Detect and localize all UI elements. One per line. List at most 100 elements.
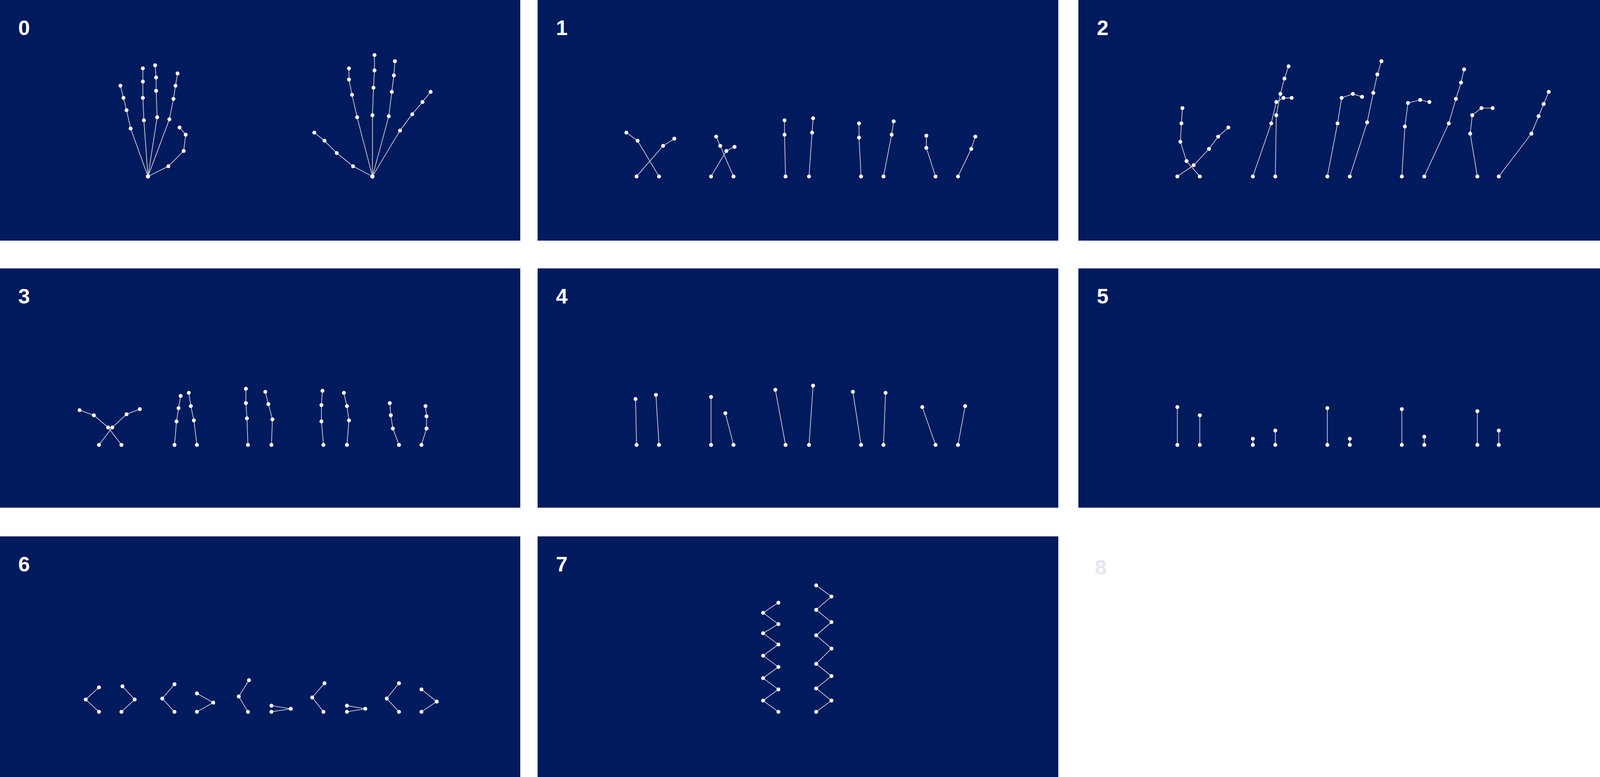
joint-dot <box>1273 174 1278 179</box>
joint-dot <box>420 100 425 105</box>
joint-dot <box>319 403 324 408</box>
joint-dot <box>1422 442 1427 447</box>
joint-dot <box>859 174 864 179</box>
bone-line <box>809 118 814 177</box>
joint-dot <box>709 442 714 447</box>
joint-dot <box>140 66 145 71</box>
joint-dot <box>153 63 158 68</box>
joint-dot <box>83 698 89 703</box>
joint-dot <box>195 442 200 447</box>
bone-line <box>957 406 966 446</box>
joint-dot <box>1282 76 1287 81</box>
bone-line <box>1350 61 1382 177</box>
bone-line <box>1498 430 1500 445</box>
joint-dot <box>814 710 819 715</box>
joint-dot <box>829 595 834 600</box>
bone-line <box>121 686 135 713</box>
joint-dot <box>345 704 350 709</box>
joint-dot <box>419 442 424 447</box>
bone-line <box>1498 91 1549 177</box>
joint-dot <box>1325 174 1330 179</box>
bone-line <box>1424 69 1465 177</box>
joint-dot <box>732 144 737 150</box>
joint-dot <box>761 611 766 616</box>
joint-dot <box>783 174 788 179</box>
joint-dot <box>372 68 377 73</box>
joint-dot <box>322 139 327 144</box>
skeleton-figure <box>0 268 521 509</box>
joint-dot <box>195 710 200 715</box>
bone-line <box>883 121 894 177</box>
joint-dot <box>186 390 192 395</box>
joint-dot <box>776 600 781 606</box>
joint-dot <box>1400 407 1405 412</box>
joint-dot <box>243 386 249 391</box>
joint-dot <box>1547 89 1552 94</box>
joint-dot <box>829 620 834 625</box>
joint-dot <box>1475 409 1480 414</box>
joint-dot <box>1274 100 1279 105</box>
joint-dot <box>1459 80 1464 85</box>
joint-dot <box>814 608 819 613</box>
figure-panel: 7 <box>537 536 1058 777</box>
joint-dot <box>1347 174 1352 179</box>
joint-dot <box>124 412 129 417</box>
joint-dot <box>92 413 97 418</box>
joint-dot <box>1325 406 1330 411</box>
joint-dot <box>424 426 429 431</box>
panel-number: 4 <box>555 285 568 307</box>
joint-dot <box>776 622 781 627</box>
joint-dot <box>145 174 151 179</box>
joint-dot <box>1207 146 1212 151</box>
bone-line <box>883 393 886 446</box>
bone-line <box>79 410 122 446</box>
joint-dot <box>145 174 151 179</box>
joint-dot <box>120 684 125 689</box>
joint-dot <box>397 442 402 447</box>
joint-dot <box>814 686 819 691</box>
joint-dot <box>350 93 355 98</box>
joint-dot <box>1454 97 1459 102</box>
joint-dot <box>1400 174 1405 179</box>
joint-dot <box>345 710 350 715</box>
joint-dot <box>1281 96 1286 101</box>
bone-line <box>710 397 712 446</box>
joint-dot <box>370 174 375 179</box>
joint-dot <box>814 583 819 588</box>
bone-line <box>656 394 660 446</box>
joint-dot <box>128 126 133 131</box>
skeleton-figure <box>1078 268 1600 509</box>
bone-line <box>1275 430 1277 445</box>
bone-line <box>98 409 140 445</box>
joint-dot <box>388 401 393 406</box>
joint-dot <box>1475 174 1480 179</box>
joint-dot <box>320 388 325 394</box>
joint-dot <box>289 707 294 712</box>
joint-dot <box>188 403 193 409</box>
joint-dot <box>110 425 115 430</box>
joint-dot <box>857 135 862 140</box>
joint-dot <box>1447 121 1452 126</box>
joint-dot <box>370 174 375 179</box>
joint-dot <box>266 402 271 407</box>
bone-line <box>1477 411 1479 446</box>
bone-line <box>859 123 861 177</box>
joint-dot <box>1360 94 1365 99</box>
joint-dot <box>731 442 736 447</box>
bone-line <box>1177 407 1179 446</box>
joint-dot <box>1422 434 1427 440</box>
joint-dot <box>1278 92 1283 97</box>
joint-dot <box>140 79 145 84</box>
figure-panel: 3 <box>0 268 521 509</box>
joint-dot <box>97 685 102 690</box>
joint-dot <box>709 174 714 179</box>
joint-dot <box>811 116 816 121</box>
joint-dot <box>634 442 639 447</box>
joint-dot <box>807 442 812 447</box>
joint-dot <box>654 393 659 398</box>
bone-line <box>421 406 427 446</box>
joint-dot <box>829 674 834 679</box>
bone-line <box>1253 98 1292 177</box>
joint-dot <box>263 389 268 394</box>
joint-dot <box>121 96 126 101</box>
